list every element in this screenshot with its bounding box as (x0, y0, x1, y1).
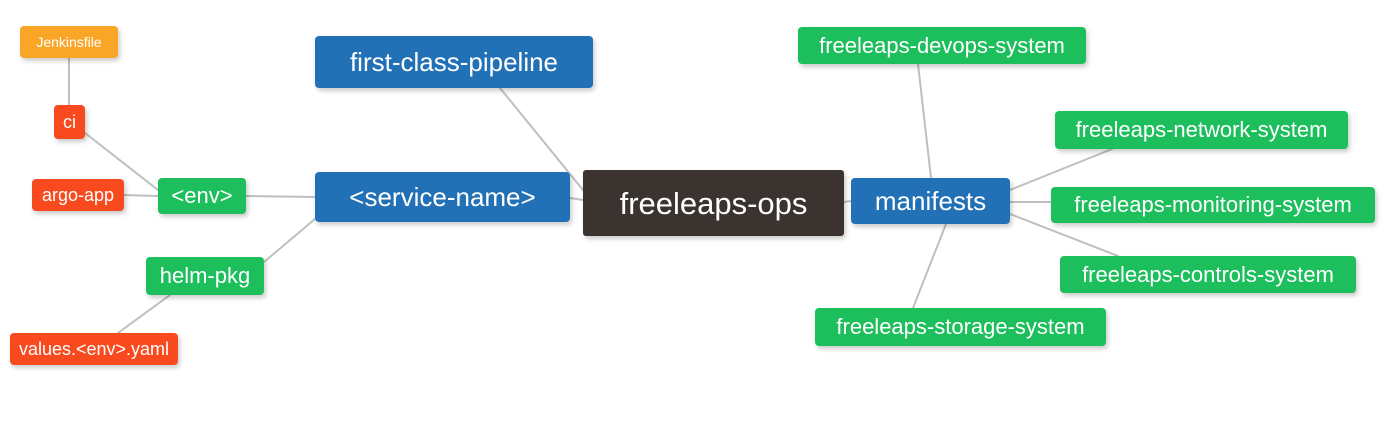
mindmap-node-freeleaps-devops-system[interactable]: freeleaps-devops-system (798, 27, 1086, 64)
node-label: freeleaps-devops-system (819, 32, 1065, 58)
edge-helm-pkg-to-values-env-yaml (117, 294, 171, 334)
edge-manifests-to-freeleaps-devops-system (917, 63, 932, 179)
node-label: argo-app (41, 185, 115, 205)
mindmap-node-manifests[interactable]: manifests (851, 178, 1010, 224)
mindmap-node-freeleaps-ops[interactable]: freeleaps-ops (583, 170, 844, 236)
edge-env-to-argo-app (123, 194, 159, 197)
mindmap-node-helm-pkg[interactable]: helm-pkg (146, 257, 264, 295)
mindmap-node-freeleaps-controls-system[interactable]: freeleaps-controls-system (1060, 256, 1356, 293)
node-label: <service-name> (349, 182, 536, 212)
node-label: manifests (874, 186, 987, 216)
mindmap-node-values-env-yaml[interactable]: values.<env>.yaml (10, 333, 178, 365)
node-label: ci (63, 112, 76, 132)
mindmap-node-argo-app[interactable]: argo-app (32, 179, 124, 211)
mindmap-node-freeleaps-storage-system[interactable]: freeleaps-storage-system (815, 308, 1106, 346)
node-label: <env> (171, 183, 233, 208)
edge-freeleaps-ops-to-manifests (843, 200, 852, 203)
node-label: freeleaps-controls-system (1082, 261, 1334, 287)
mindmap-node-ci[interactable]: ci (54, 105, 85, 139)
edge-service-name-to-env (245, 195, 316, 198)
edge-service-name-to-helm-pkg (263, 218, 316, 263)
node-label: Jenkinsfile (36, 34, 102, 50)
edge-manifests-to-freeleaps-network-system (1009, 148, 1113, 191)
node-label: helm-pkg (159, 263, 251, 288)
node-label: freeleaps-monitoring-system (1074, 192, 1352, 217)
node-label: values.<env>.yaml (18, 339, 170, 359)
node-label: freeleaps-storage-system (836, 314, 1085, 339)
edge-manifests-to-freeleaps-storage-system (912, 223, 947, 309)
node-label: first-class-pipeline (349, 47, 559, 77)
mindmap-node-service-name[interactable]: <service-name> (315, 172, 570, 222)
mindmap-node-first-class-pipeline[interactable]: first-class-pipeline (315, 36, 593, 88)
mindmap-node-Jenkinsfile[interactable]: Jenkinsfile (20, 26, 118, 58)
node-label: freeleaps-ops (619, 185, 808, 221)
mindmap-node-freeleaps-network-system[interactable]: freeleaps-network-system (1055, 111, 1348, 149)
node-label: freeleaps-network-system (1075, 117, 1328, 142)
mindmap-node-env[interactable]: <env> (158, 178, 246, 214)
edge-freeleaps-ops-to-service-name (569, 197, 584, 201)
mindmap-node-freeleaps-monitoring-system[interactable]: freeleaps-monitoring-system (1051, 187, 1375, 223)
